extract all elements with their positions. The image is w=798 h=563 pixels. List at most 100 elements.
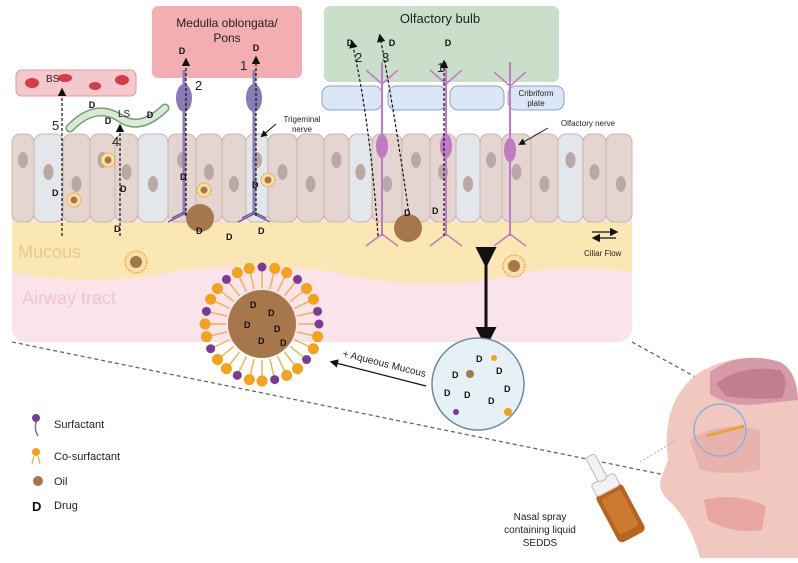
legend: Surfactant Co-surfactant Oil D Drug (31, 414, 120, 514)
cell-nucleus (463, 176, 473, 192)
drug-marker: D (389, 38, 396, 48)
airway-tract-label: Airway tract (22, 288, 116, 308)
aqueous-mucous-arrow: + Aqueous Mucous (329, 349, 427, 387)
surfactant-tail (213, 299, 230, 310)
surfactant-head (206, 344, 216, 354)
surfactant-tail (296, 311, 315, 317)
spray-droplet: D D D D D D D (431, 337, 525, 431)
spray-label-line1: Nasal spray (514, 512, 567, 523)
drug-marker: D (268, 308, 275, 318)
large-sedds-droplet: D D D D D D (199, 262, 324, 387)
route-number-2: 2 (355, 50, 362, 65)
cosurfactant-head (243, 374, 255, 386)
surfactant-tail (213, 338, 230, 349)
surfactant-tail (219, 289, 235, 303)
legend-cosurfactant-label: Co-surfactant (54, 451, 120, 463)
legend-oil-label: Oil (54, 476, 67, 488)
surfactant-tail (237, 275, 248, 292)
drug-marker: D (504, 384, 511, 394)
cell-nucleus (204, 164, 214, 180)
drug-marker: D (180, 172, 187, 182)
surfactant-icon (32, 414, 40, 422)
cribriform-label-line2: plate (527, 99, 545, 108)
surfactant-tail (209, 331, 228, 337)
drug-marker: D (258, 336, 265, 346)
cell-nucleus (43, 164, 54, 180)
surfactant-tail (269, 271, 275, 290)
cell-nucleus (565, 152, 576, 168)
drug-marker: D (496, 366, 503, 376)
cosurfactant-head (307, 293, 319, 305)
legend-surfactant-label: Surfactant (54, 419, 104, 431)
cell-nucleus (589, 164, 600, 180)
legend-surfactant: Surfactant (32, 414, 104, 437)
drug-marker: D (444, 388, 451, 398)
surfactant-tail (209, 311, 228, 317)
sedds-droplets-small (66, 152, 526, 278)
cell-nucleus (355, 164, 366, 180)
cell-nucleus (511, 164, 522, 180)
drug-marker: D (114, 224, 121, 234)
route-number-1: 1 (240, 58, 247, 73)
cosurfactant-head (211, 354, 223, 366)
olfactory-neurons: Olfactory nerve (365, 62, 616, 247)
surfactant-tail (227, 351, 241, 367)
trigeminal-label-line1: Trigeminal (283, 115, 320, 124)
drug-marker: D (476, 354, 483, 364)
lymphatic-vessel: D D D LS (65, 100, 170, 133)
cell-nucleus (305, 176, 316, 192)
cell-nucleus (382, 176, 392, 192)
legend-cosurfactant: Co-surfactant (31, 448, 120, 465)
drug-marker: D (252, 180, 259, 190)
cell-nucleus (18, 152, 28, 168)
bs-label: BS (46, 74, 60, 85)
ls-label: LS (118, 109, 131, 120)
cosurfactant-head (231, 267, 243, 279)
surfactant-tail (294, 299, 311, 310)
drug-marker: D (488, 396, 495, 406)
drug-marker: D (280, 338, 287, 348)
drug-icon: D (32, 499, 41, 514)
drug-marker: D (147, 110, 154, 120)
legend-oil: Oil (33, 476, 67, 488)
epithelial-cell (11, 133, 35, 223)
surfactant-head (232, 370, 242, 380)
cribriform-label-line1: Cribriform (518, 89, 553, 98)
spray-label-line3: SEDDS (523, 538, 558, 549)
transport-routes (57, 33, 449, 237)
surfactant-tail (227, 281, 241, 297)
cosurfactant-head (243, 262, 255, 274)
spray-label-line2: containing liquid (504, 525, 576, 536)
epithelial-cell (479, 133, 503, 223)
ciliar-flow: Ciliar Flow (584, 227, 622, 258)
cosurfactant-head (205, 293, 217, 305)
epithelial-cell (323, 133, 350, 223)
surfactant-tail (296, 331, 315, 337)
cell-nucleus (71, 176, 82, 192)
legend-drug: D Drug (32, 499, 78, 514)
drug-marker: D (52, 188, 59, 198)
surfactant-head (314, 319, 324, 329)
route-number-3: 3 (382, 50, 389, 65)
cosurfactant-head (292, 363, 304, 375)
cell-nucleus (277, 164, 288, 180)
surfactant-tail (276, 356, 287, 373)
drug-marker: D (250, 300, 257, 310)
cell-nucleus (331, 152, 342, 168)
surfactant-head (221, 274, 231, 284)
drug-marker: D (105, 116, 112, 126)
surfactant-tail (289, 345, 305, 359)
surfactant-tail (249, 271, 255, 290)
trigeminal-label-line2: nerve (292, 125, 313, 134)
drug-marker: D (464, 390, 471, 400)
cell-nucleus (121, 164, 132, 180)
zoom-connector-left (11, 341, 681, 479)
surfactant-tail (219, 345, 235, 359)
drug-marker: D (226, 232, 233, 242)
surfactant-tail (283, 281, 297, 297)
drug-marker: D (274, 324, 281, 334)
mucous-label: Mucous (18, 242, 81, 262)
medulla-oblongata-box: Medulla oblongata/ Pons D D (152, 6, 302, 78)
route-number-2: 2 (195, 78, 202, 93)
cell-nucleus (616, 176, 626, 192)
